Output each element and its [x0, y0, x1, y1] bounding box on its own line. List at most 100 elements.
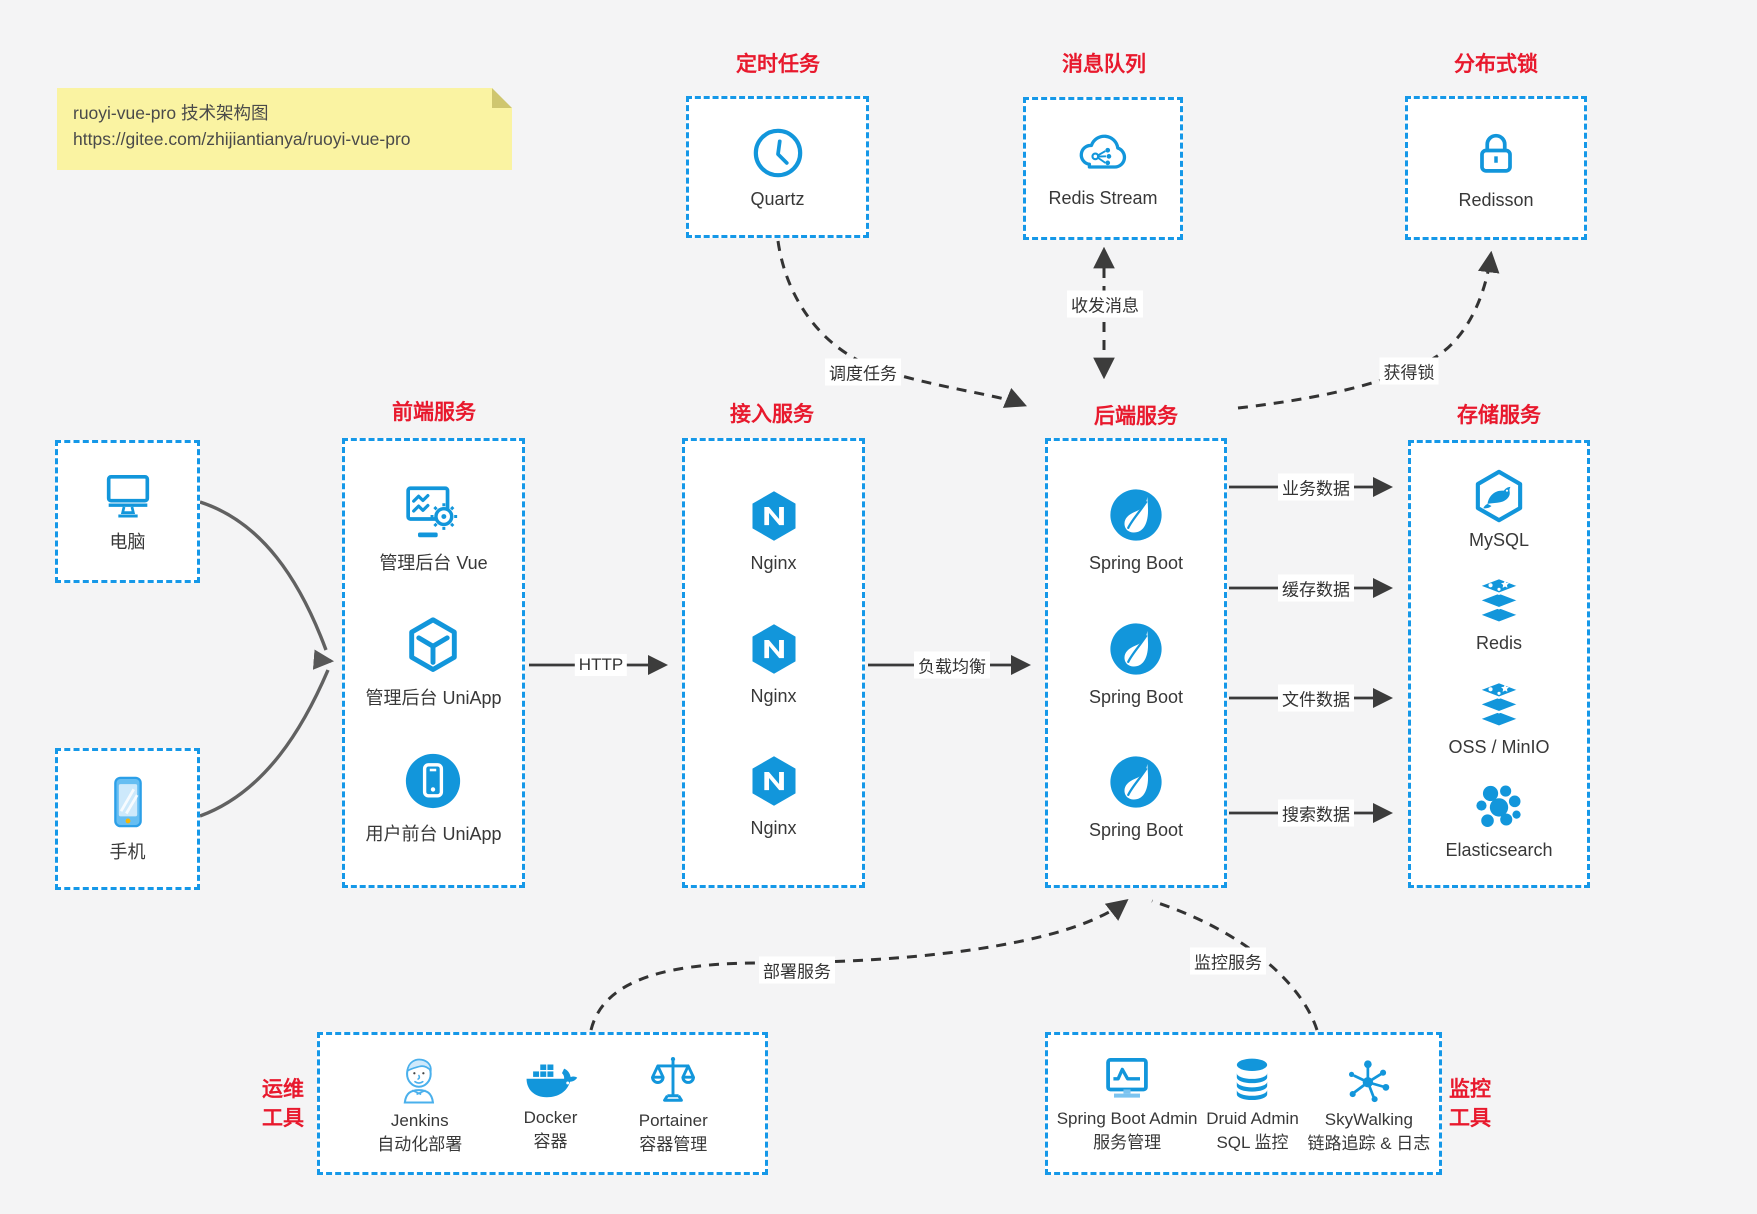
springboot-node-1[interactable]: Spring Boot: [1089, 485, 1183, 574]
edge-label-search-data: 搜索数据: [1278, 799, 1354, 827]
user-app-icon: [406, 753, 461, 808]
mobile-client-node[interactable]: 手机: [105, 774, 151, 864]
nginx-node-1[interactable]: Nginx: [745, 487, 803, 574]
springboot-label-3: Spring Boot: [1088, 819, 1184, 840]
springboot-node-3[interactable]: Spring Boot: [1089, 752, 1183, 841]
nginx-node-3[interactable]: Nginx: [745, 752, 803, 839]
jenkins-node[interactable]: Jenkins 自动化部署: [377, 1052, 462, 1156]
docker-desc: 容器: [533, 1131, 568, 1151]
redis-stream-node[interactable]: Redis Stream: [1048, 128, 1158, 209]
mysql-node[interactable]: MySQL: [1469, 467, 1529, 551]
uniapp-cube-icon: [409, 617, 458, 672]
edge-pc-to-frontend: [199, 500, 328, 651]
oss-stack-icon: [1475, 680, 1523, 728]
user-uniapp-node[interactable]: 用户前台 UniApp: [365, 750, 502, 846]
edge-label-schedule-job: 调度任务: [825, 358, 901, 386]
edge-phone-to-frontend: [199, 669, 330, 818]
edge-label-http: HTTP: [574, 654, 628, 676]
docker-node[interactable]: Docker 容器: [520, 1055, 582, 1153]
elasticsearch-label: Elasticsearch: [1445, 840, 1553, 861]
nginx-icon: [751, 756, 796, 807]
sba-name: Spring Boot Admin: [1056, 1108, 1198, 1128]
storage-services-box[interactable]: MySQL Redis: [1408, 440, 1590, 888]
frontend-services-box[interactable]: 管理后台 Vue 管理后台 UniApp 用户前台 UniApp: [342, 438, 525, 888]
pc-client-node[interactable]: 电脑: [100, 470, 156, 554]
skywalking-desc: 链路追踪 & 日志: [1307, 1133, 1431, 1153]
edge-label-monitor-service: 监控服务: [1190, 947, 1266, 975]
jenkins-desc: 自动化部署: [377, 1134, 463, 1154]
monitor-tools-box[interactable]: Spring Boot Admin 服务管理 Druid Admin SQL 监…: [1045, 1032, 1442, 1175]
spring-boot-admin-icon: [1106, 1057, 1148, 1098]
jenkins-icon: [403, 1058, 434, 1104]
portainer-node[interactable]: Portainer 容器管理: [639, 1052, 708, 1156]
admin-uniapp-node[interactable]: 管理后台 UniApp: [365, 614, 502, 710]
edge-label-acquire-lock: 获得锁: [1379, 357, 1439, 385]
nginx-label-2: Nginx: [750, 685, 797, 706]
elasticsearch-node[interactable]: Elasticsearch: [1445, 781, 1553, 861]
skywalking-trace-icon: [1348, 1059, 1390, 1102]
nginx-label-3: Nginx: [750, 818, 797, 839]
oss-minio-node[interactable]: OSS / MinIO: [1448, 678, 1550, 758]
clock-icon: [753, 128, 802, 177]
title-storage-services: 存储服务: [1457, 404, 1541, 427]
sba-node[interactable]: Spring Boot Admin 服务管理: [1057, 1054, 1198, 1154]
druid-node[interactable]: Druid Admin SQL 监控: [1206, 1054, 1299, 1154]
spring-boot-icon: [1110, 622, 1162, 675]
druid-name: Druid Admin: [1206, 1108, 1299, 1128]
note-url: https://gitee.com/zhijiantianya/ruoyi-vu…: [73, 129, 411, 149]
nginx-label-1: Nginx: [750, 552, 797, 573]
skywalking-node[interactable]: SkyWalking 链路追踪 & 日志: [1307, 1053, 1430, 1155]
portainer-scales-icon: [651, 1056, 696, 1102]
redisson-node[interactable]: Redisson: [1458, 126, 1534, 211]
title-message-queue: 消息队列: [1062, 53, 1146, 76]
portainer-desc: 容器管理: [639, 1134, 708, 1154]
admin-vue-label: 管理后台 Vue: [379, 552, 488, 573]
quartz-box[interactable]: Quartz: [686, 96, 869, 238]
docker-name: Docker: [523, 1107, 578, 1127]
edge-monitor-service: [1151, 899, 1319, 1031]
edge-label-business-data: 业务数据: [1278, 473, 1354, 501]
mysql-label: MySQL: [1468, 529, 1529, 550]
mobile-client-box[interactable]: 手机: [55, 748, 200, 890]
note-fold-corner: [492, 88, 512, 108]
desktop-icon: [106, 474, 149, 517]
title-scheduled-job: 定时任务: [736, 53, 820, 76]
pc-client-box[interactable]: 电脑: [55, 440, 200, 583]
mobile-client-label: 手机: [109, 842, 146, 862]
jenkins-name: Jenkins: [390, 1110, 449, 1130]
edge-label-cache-data: 缓存数据: [1278, 574, 1354, 602]
sba-desc: 服务管理: [1093, 1132, 1162, 1152]
edge-schedule-job: [776, 240, 1027, 408]
ops-tools-title: 运维 工具: [262, 1078, 304, 1130]
pc-client-label: 电脑: [109, 531, 146, 552]
edge-deploy-service: [589, 899, 1129, 1031]
springboot-label-2: Spring Boot: [1088, 686, 1184, 707]
note-sticky[interactable]: ruoyi-vue-pro 技术架构图 https://gitee.com/zh…: [57, 88, 512, 170]
mysql-icon: [1475, 469, 1523, 522]
druid-desc: SQL 监控: [1216, 1132, 1289, 1152]
nginx-node-2[interactable]: Nginx: [745, 620, 803, 707]
docker-whale-icon: [526, 1064, 577, 1097]
nginx-icon: [751, 490, 796, 541]
redis-node[interactable]: Redis: [1470, 574, 1528, 654]
elasticsearch-icon: [1476, 785, 1521, 828]
gateway-services-box[interactable]: Nginx Nginx Nginx: [682, 438, 865, 888]
portainer-name: Portainer: [638, 1110, 708, 1130]
admin-vue-node[interactable]: 管理后台 Vue: [379, 481, 488, 575]
lock-icon: [1480, 133, 1512, 173]
edge-acquire-lock: [1237, 250, 1500, 410]
springboot-label-1: Spring Boot: [1088, 553, 1184, 574]
ops-tools-box[interactable]: Jenkins 自动化部署 Docker 容器: [317, 1032, 768, 1175]
edge-label-send-receive-message: 收发消息: [1067, 290, 1143, 318]
backend-services-box[interactable]: Spring Boot Spring Boot Spring Boot: [1045, 438, 1227, 888]
spring-boot-icon: [1110, 489, 1162, 541]
quartz-node[interactable]: Quartz: [750, 125, 806, 210]
title-frontend-services: 前端服务: [392, 401, 476, 424]
skywalking-name: SkyWalking: [1324, 1109, 1413, 1129]
redis-stack-icon: [1475, 576, 1523, 625]
redisson-box[interactable]: Redisson: [1405, 96, 1587, 240]
redis-stream-box[interactable]: Redis Stream: [1023, 97, 1183, 240]
springboot-node-2[interactable]: Spring Boot: [1089, 619, 1183, 708]
spring-boot-icon: [1110, 756, 1162, 808]
